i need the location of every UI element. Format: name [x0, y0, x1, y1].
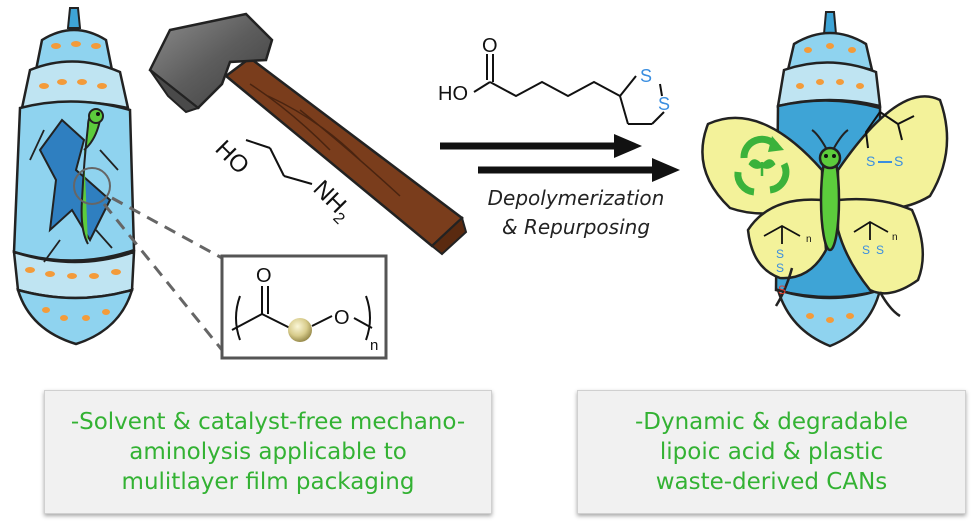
cracked-chrysalis [12, 7, 136, 346]
wing-left-n: n [806, 234, 812, 245]
wing-right-n: n [892, 232, 898, 243]
lower-left-wing [746, 198, 828, 280]
zoom-lines [102, 196, 224, 351]
r-group-ball [288, 318, 312, 342]
hydroxyl-label: HO [210, 135, 255, 180]
wing-right-s1: S [862, 243, 870, 257]
right-caption-line3: waste-derived CANs [655, 469, 888, 495]
wing-left-s3: S [778, 283, 786, 297]
sulfur-bottom-label: S [658, 94, 670, 114]
polyester-repeat-unit: O O n [220, 254, 388, 360]
sulfur-top-label: S [640, 66, 652, 86]
wing-left-s2: S [776, 261, 784, 275]
left-caption-line1: -Solvent & catalyst-free mechano- [70, 409, 466, 435]
reaction-arrows [440, 134, 680, 182]
wing-dithiolane: S S [864, 111, 915, 169]
hammer-icon [148, 12, 468, 256]
wing-s2-label: S [894, 153, 903, 169]
wing-polymer-left: S S S n [763, 224, 812, 297]
right-caption-box: -Dynamic & degradable lipoic acid & plas… [577, 390, 966, 514]
repeat-n-label: n [370, 337, 378, 354]
wing-s1-label: S [866, 153, 875, 169]
left-caption-box: -Solvent & catalyst-free mechano- aminol… [44, 390, 492, 514]
lipoic-acid-structure: O HO S S [438, 35, 670, 125]
recycle-icon [734, 135, 790, 196]
carbonyl-o-label: O [256, 265, 272, 287]
right-caption-line2: lipoic acid & plastic [659, 439, 884, 465]
antennae [811, 129, 849, 149]
butterfly-head [818, 146, 842, 170]
right-caption-line1: -Dynamic & degradable [634, 409, 909, 435]
acid-hydroxyl-label: HO [438, 83, 468, 105]
lower-right-wing [836, 197, 924, 295]
left-caption-line3: mulitlayer film packaging [121, 469, 415, 495]
acid-carbonyl-o-label: O [482, 35, 498, 57]
wing-polymer-right: S S n [853, 220, 898, 257]
ester-o-label: O [334, 307, 350, 329]
wing-left-s1: S [776, 247, 784, 261]
arrow-label-line1: Depolymerization [488, 186, 665, 210]
wing-right-s2: S [876, 243, 884, 257]
chrysalis-with-butterfly: S S S S S n S S n [701, 11, 949, 348]
amine-label: NH2 [305, 175, 358, 228]
arrow-label-line2: & Repurposing [502, 215, 650, 239]
left-caption-line2: aminolysis applicable to [129, 439, 407, 465]
